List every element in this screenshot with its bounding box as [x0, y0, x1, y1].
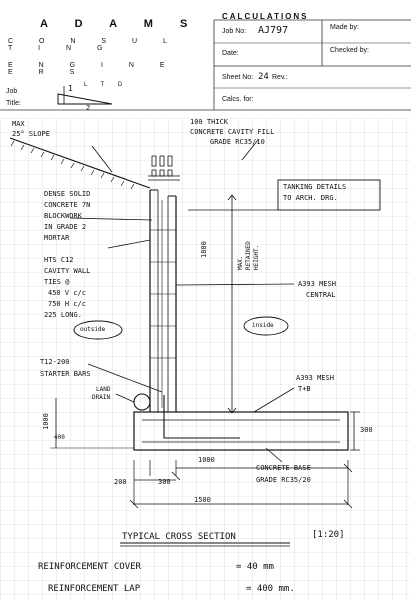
sheet-no-label: Sheet No: — [222, 74, 254, 81]
starter-bars-line2: STARTER BARS — [40, 370, 91, 378]
inside-label: inside — [252, 322, 274, 329]
slope-note-line2: 25° SLOPE — [12, 130, 50, 138]
blockwork-line4: IN GRADE 2 — [44, 223, 87, 231]
land-drain-line1: LAND — [96, 386, 111, 393]
logo-line-engineers: E N G I N E E R S — [8, 62, 177, 76]
land-drain-line2: DRAIN — [92, 394, 111, 401]
ties-line5: 750 H c/c — [48, 300, 86, 308]
max-retained-line2: RETAINED — [245, 241, 252, 270]
ties-line3: TIES @ — [44, 278, 70, 286]
mesh-tb-line2: T+B — [298, 385, 311, 393]
mesh-central-line1: A393 MESH — [298, 280, 336, 288]
max-retained-line1: MAX. — [237, 255, 244, 270]
logo-line-ltd: L T D — [84, 82, 129, 88]
blockwork-line3: BLOCKWORK — [44, 212, 82, 220]
dim-400: 400 — [54, 434, 65, 441]
cavity-fill-line3: GRADE RC35/10 — [210, 138, 265, 146]
section-scale: [1:20] — [312, 530, 345, 540]
base-line1: CONCRETE BASE — [256, 464, 311, 472]
sheet-no-value: 24 — [258, 72, 269, 82]
cavity-fill-line2: CONCRETE CAVITY FILL — [190, 128, 275, 136]
dim-1500: 1500 — [194, 496, 211, 504]
checked-by-label: Checked by: — [330, 47, 369, 54]
dim-1800: 1800 — [200, 241, 208, 258]
ties-line6: 225 LONG. — [44, 311, 82, 319]
dim-1000-bottom: 1000 — [198, 456, 215, 464]
mesh-tb-line1: A393 MESH — [296, 374, 334, 382]
cover-label: REINFORCEMENT COVER — [38, 562, 141, 572]
blockwork-line2: CONCRETE 7N — [44, 201, 91, 209]
outside-label: outside — [80, 326, 106, 333]
base-line2: GRADE RC35/20 — [256, 476, 311, 484]
cavity-fill-line1: 100 THICK — [190, 118, 228, 126]
ties-line2: CAVITY WALL — [44, 267, 91, 275]
mesh-central-line2: CENTRAL — [306, 291, 336, 299]
lap-value: = 400 mm. — [246, 584, 295, 594]
max-retained-line3: HEIGHT. — [253, 244, 260, 270]
calculations-heading: CALCULATIONS — [222, 12, 309, 21]
blockwork-line1: DENSE SOLID — [44, 190, 91, 198]
dim-1000-left: 1000 — [42, 413, 50, 430]
title-fraction-denominator: 2 — [86, 104, 91, 112]
calcs-for-label: Calcs. for: — [222, 96, 254, 103]
cover-value: = 40 mm — [236, 562, 274, 572]
date-label: Date: — [222, 50, 239, 57]
dim-300-right: 300 — [360, 426, 373, 434]
sheet-header: A D A M S C O N S U L T I N G E N G I N … — [0, 0, 411, 118]
starter-bars-line1: T12-200 — [40, 358, 70, 366]
ties-line1: HTS C12 — [44, 256, 74, 264]
job-label: Job — [6, 88, 18, 95]
ties-line4: 450 V c/c — [48, 289, 86, 297]
title-fraction-numerator: 1 — [68, 84, 73, 93]
made-by-label: Made by: — [330, 24, 359, 31]
title-label: Title: — [6, 100, 21, 107]
logo-line-adams: A D A M S — [40, 18, 200, 30]
dim-300-bottom: 300 — [158, 478, 171, 486]
job-no-value: AJ797 — [258, 25, 289, 36]
section-title: TYPICAL CROSS SECTION — [122, 532, 236, 542]
tanking-line2: TO ARCH. DRG. — [283, 194, 338, 202]
rev-label: Rev.: — [272, 74, 288, 81]
blockwork-line5: MORTAR — [44, 234, 70, 242]
logo-line-consulting: C O N S U L T I N G — [8, 38, 179, 52]
tanking-line1: TANKING DETAILS — [283, 183, 347, 191]
job-no-label: Job No: — [222, 28, 247, 35]
dim-200: 200 — [114, 478, 127, 486]
lap-label: REINFORCEMENT LAP — [48, 584, 141, 594]
company-logo: A D A M S C O N S U L T I N G E N G I N … — [6, 18, 206, 88]
slope-note-line1: MAX — [12, 120, 25, 128]
